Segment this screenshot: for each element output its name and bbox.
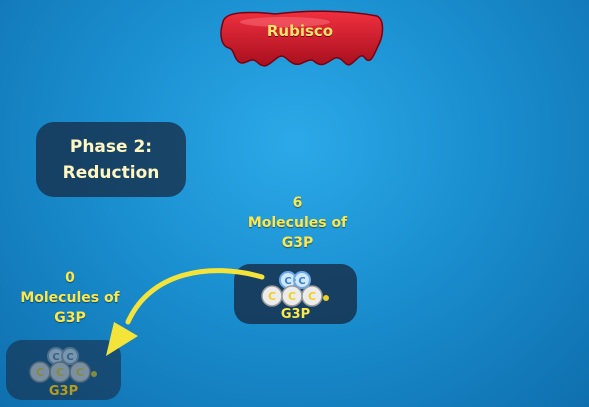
- g3p-molecule-icon: C C C C C: [29, 347, 97, 383]
- source-count-number: 6: [292, 195, 303, 211]
- target-count-molecule: G3P: [54, 310, 86, 326]
- svg-text:C: C: [284, 276, 291, 287]
- svg-text:C: C: [308, 290, 316, 303]
- source-count-label: 6 Molecules of G3P: [225, 193, 370, 253]
- g3p-molecule-icon: C C C C C: [261, 271, 329, 307]
- phase-name: Reduction: [62, 162, 160, 183]
- target-g3p-panel: C C C C C G3P: [6, 340, 121, 400]
- source-g3p-box-label: G3P: [280, 307, 311, 322]
- target-count-number: 0: [65, 270, 75, 286]
- svg-text:C: C: [66, 352, 73, 363]
- source-count-molecule: G3P: [281, 235, 314, 251]
- svg-text:C: C: [56, 366, 64, 379]
- target-count-label: 0 Molecules of G3P: [5, 268, 135, 328]
- rubisco-label: Rubisco: [266, 22, 334, 40]
- phase-number: Phase 2:: [69, 136, 153, 157]
- svg-text:C: C: [52, 352, 59, 363]
- target-count-text: Molecules of: [20, 290, 120, 306]
- svg-text:C: C: [268, 290, 276, 303]
- svg-text:C: C: [288, 290, 296, 303]
- target-g3p-box-label: G3P: [48, 384, 79, 399]
- source-count-text: Molecules of: [247, 215, 348, 231]
- phase-title-panel: Phase 2: Reduction: [36, 122, 186, 197]
- svg-text:C: C: [36, 366, 44, 379]
- svg-text:C: C: [298, 276, 305, 287]
- rubisco-enzyme-shape: [220, 10, 384, 67]
- svg-text:C: C: [76, 366, 84, 379]
